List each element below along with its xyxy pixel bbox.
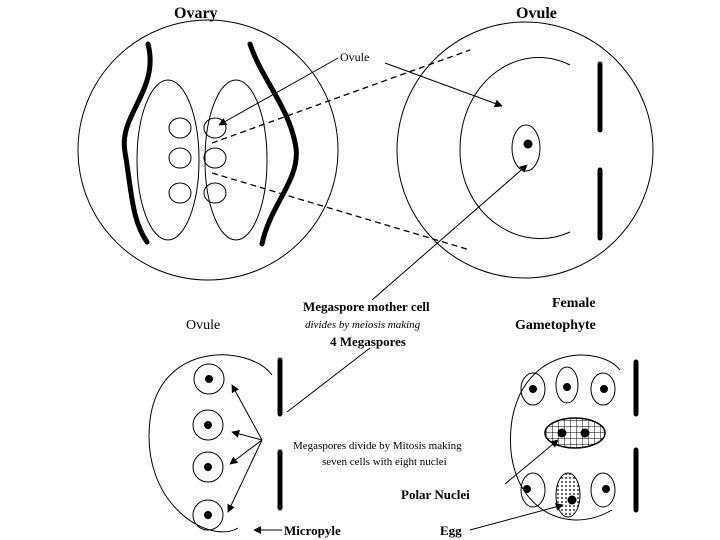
ovary-ovule [168, 182, 192, 204]
synergid-cell [590, 472, 616, 508]
dashed-connector-lower [211, 172, 471, 251]
female-gametophyte-title-line2: Gametophyte [515, 318, 596, 333]
megaspore [193, 363, 225, 395]
ovary-ovule [203, 182, 227, 204]
megaspore-nucleus [204, 463, 212, 471]
carpel-left [136, 79, 200, 241]
antipodal-cell [590, 372, 616, 406]
ovary-figure [77, 19, 339, 281]
mitosis-arrow [231, 429, 263, 441]
ovary-wall-left [121, 41, 153, 245]
antipodal-nucleus [529, 385, 537, 393]
antipodal-cell [555, 366, 579, 404]
antipodal-nucleus [563, 383, 571, 391]
mitosis-note-line2: seven cells with eight nuclei [322, 456, 447, 468]
ovary-outline [77, 19, 339, 281]
mitosis-arrow [229, 439, 263, 465]
polar-nuclei-arrow [504, 439, 559, 485]
polar-nucleus [557, 428, 567, 438]
ovule-bottom-title: Ovule [186, 318, 220, 333]
megaspore [192, 409, 224, 441]
ovule-arrow-to-ovary [218, 57, 339, 126]
antipodal-nucleus [600, 385, 608, 393]
micropyle-label: Micropyle [284, 523, 341, 538]
megaspore [192, 451, 224, 483]
ovary-title: Ovary [174, 5, 218, 22]
megaspore-mother-cell-nucleus [523, 139, 533, 149]
polar-nucleus [580, 428, 590, 438]
megaspore [192, 499, 224, 531]
synergid-cell [520, 472, 546, 508]
ovule-figure-bottom [148, 354, 283, 533]
mmc-arrow [371, 164, 528, 301]
mmc-label-line1: Megaspore mother cell [303, 299, 430, 314]
ovary-ovule [168, 147, 192, 169]
female-gametophyte-figure [510, 354, 639, 521]
ovary-wall-right [247, 41, 299, 247]
ovary-ovule [168, 117, 192, 139]
megaspore-nucleus [204, 511, 212, 519]
ovule-integument-top [459, 57, 571, 239]
ovary-ovule [203, 117, 227, 139]
antipodal-cell [520, 372, 546, 406]
ovule-outline-bottom [148, 354, 273, 533]
mmc-label-line3: 4 Megaspores [330, 334, 406, 349]
ovary-ovule [203, 147, 227, 169]
megaspore-nucleus [205, 375, 213, 383]
mmc-label-line2: divides by meiosis making [305, 319, 421, 331]
egg-arrow [469, 503, 564, 531]
mitosis-arrow [231, 384, 263, 441]
ovule-arrow-to-ovule [384, 62, 503, 108]
central-cell [544, 417, 606, 449]
dashed-connector-upper [211, 49, 471, 144]
synergid-nucleus [523, 485, 531, 493]
synergid-nucleus [602, 485, 610, 493]
mitosis-arrow [227, 439, 263, 513]
megaspore-nucleus [204, 421, 212, 429]
egg-cell [555, 472, 581, 518]
polar-nuclei-label: Polar Nuclei [401, 487, 470, 502]
egg-nucleus [567, 495, 577, 505]
ovule-outline-top [396, 21, 654, 279]
ovule-title: Ovule [516, 5, 557, 22]
gametophyte-outline [510, 354, 621, 521]
ovule-figure-top [396, 21, 654, 279]
egg-label: Egg [440, 523, 462, 538]
mitosis-note-line1: Megaspores divide by Mitosis making [293, 440, 462, 452]
female-gametophyte-title-line1: Female [552, 296, 596, 311]
ovule-pointer-label: Ovule [340, 50, 369, 64]
carpel-right [204, 79, 268, 241]
four-megaspores-pointer [286, 347, 371, 413]
